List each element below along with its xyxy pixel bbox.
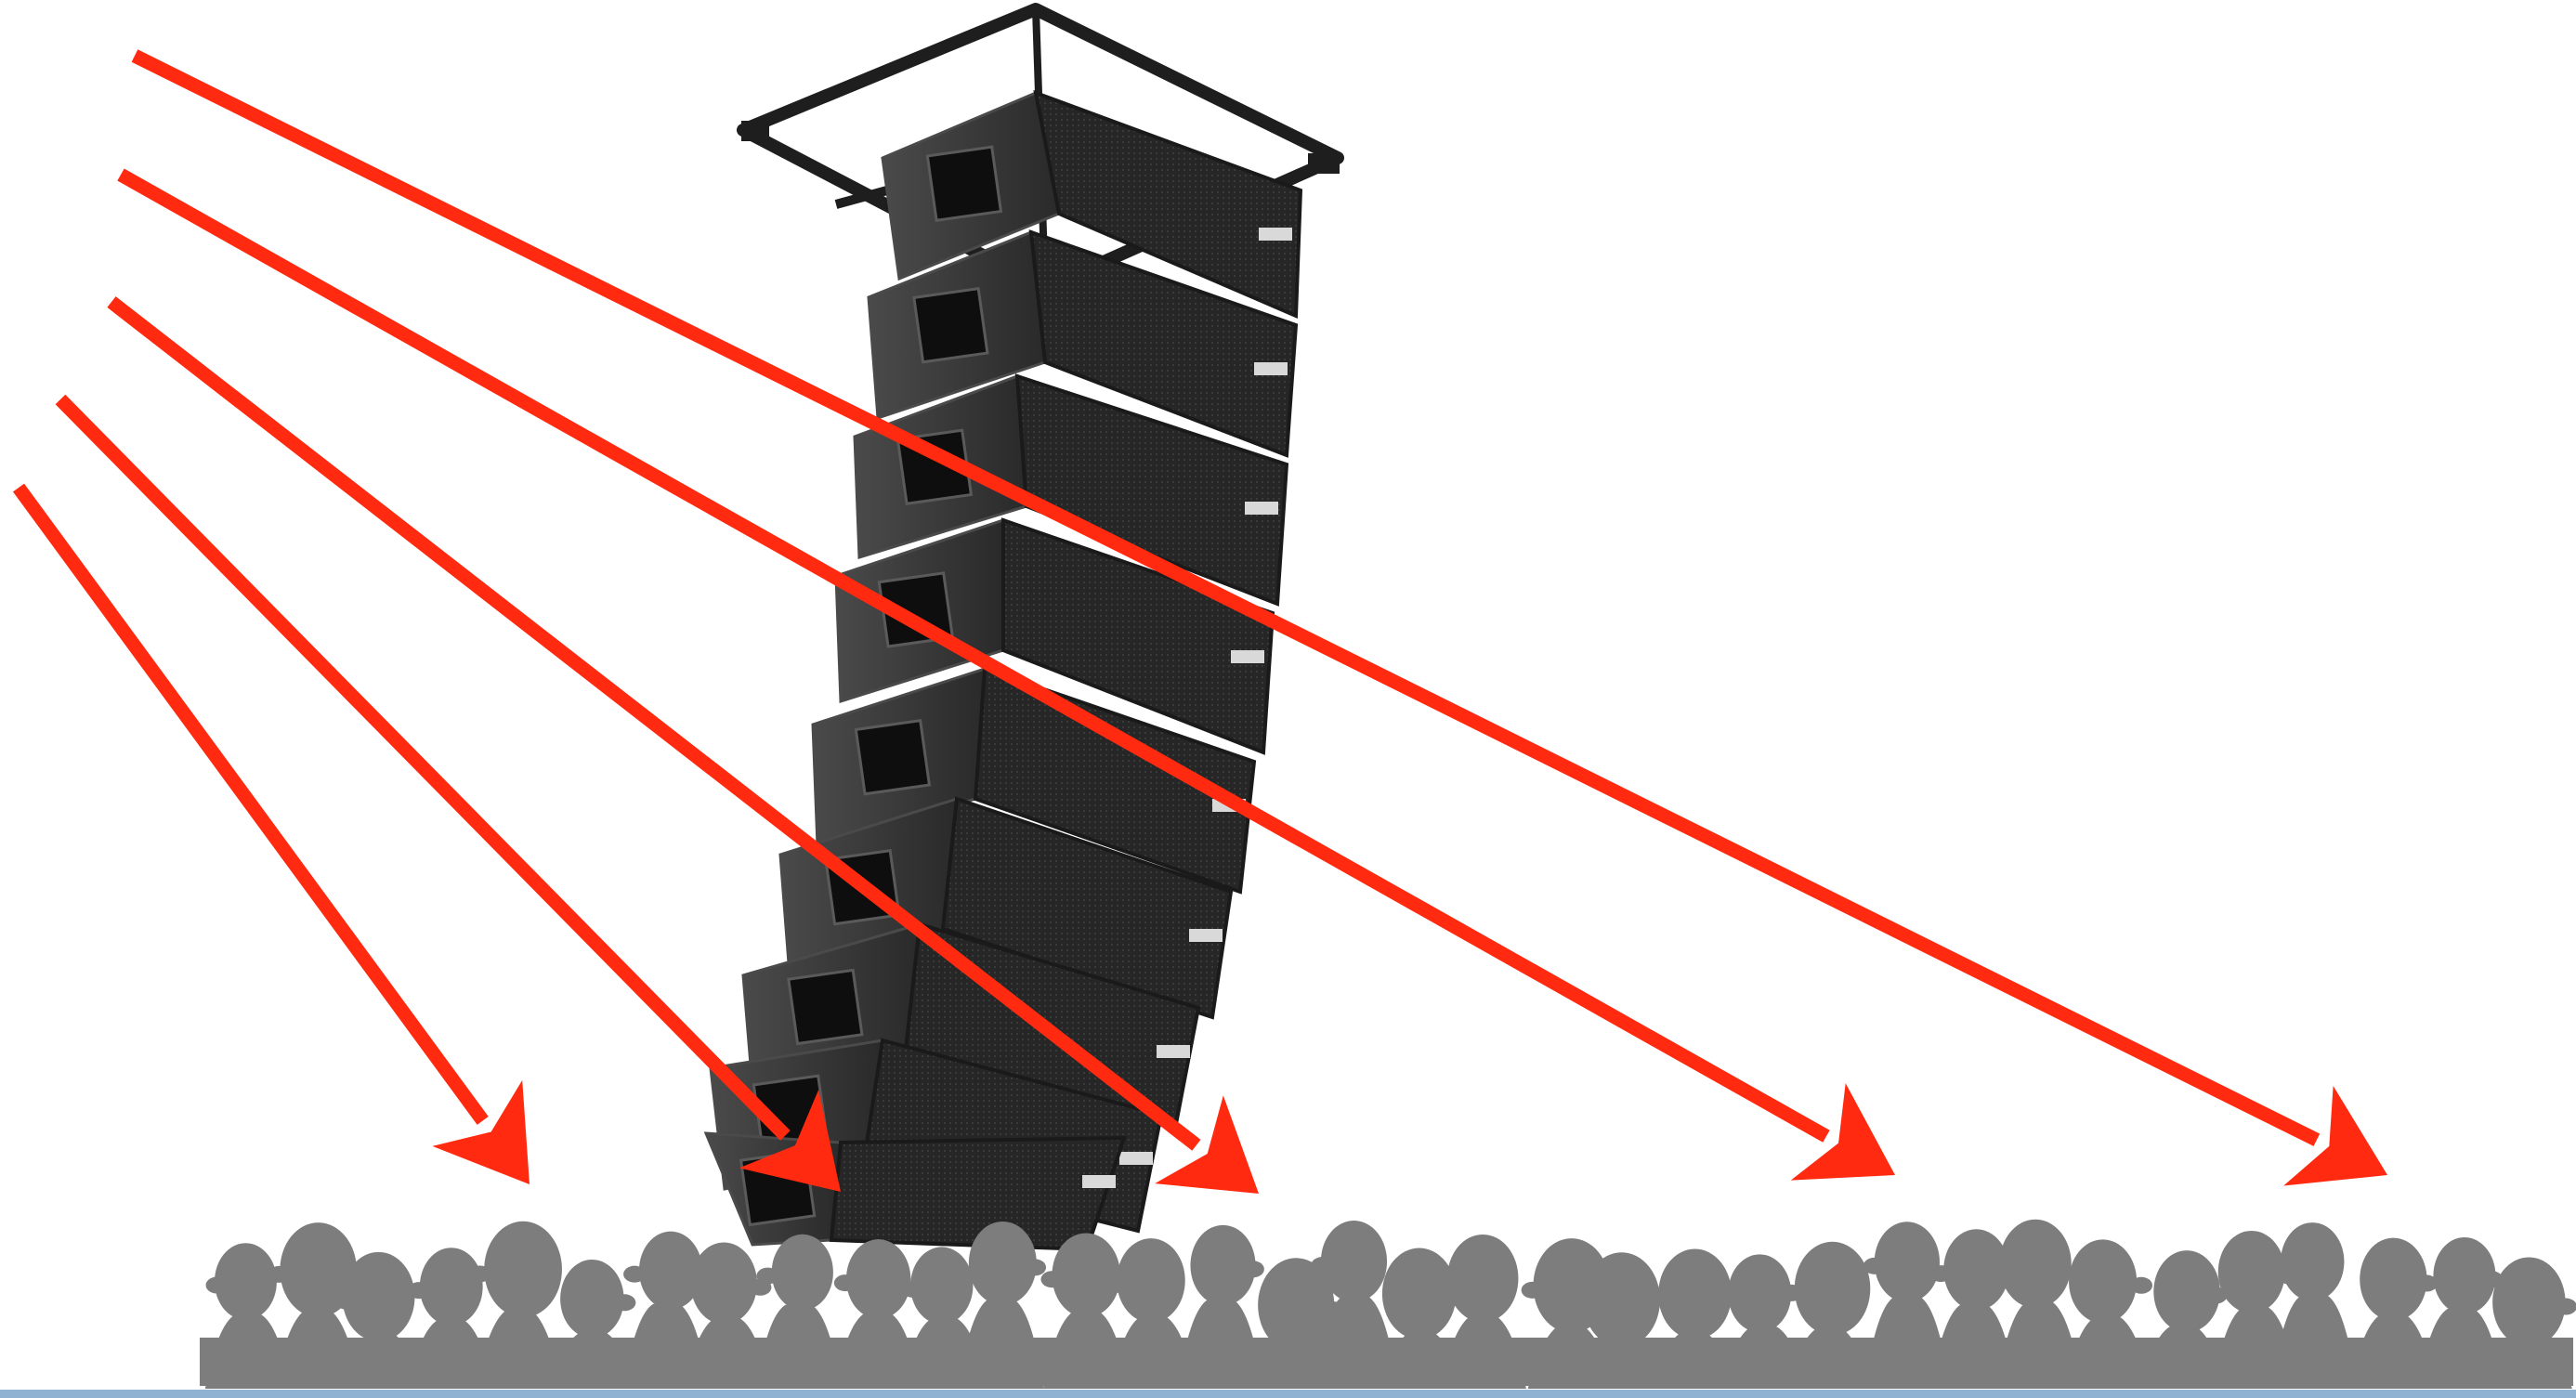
- speaker-cabinet: [706, 1133, 1124, 1249]
- silhouette-profile: [613, 1294, 635, 1311]
- audience-head: [1780, 1242, 1872, 1389]
- silhouette-profile: [1436, 1274, 1458, 1291]
- silhouette-head: [2069, 1239, 2137, 1323]
- silhouette-profile: [1929, 1265, 1952, 1282]
- silhouette-body: [476, 1311, 561, 1389]
- audience-silhouettes: [200, 1220, 2576, 1389]
- silhouette-profile: [1863, 1258, 1886, 1274]
- floor-line: [0, 1390, 2576, 1398]
- silhouette-body: [2064, 1317, 2150, 1389]
- silhouette-head: [1795, 1242, 1871, 1336]
- cabinet-handle: [927, 147, 1000, 220]
- silhouette-profile: [1575, 1296, 1597, 1313]
- cabinet-handle: [789, 970, 862, 1043]
- silhouette-profile: [1311, 1257, 1333, 1274]
- cabinet-badge: [1245, 502, 1278, 515]
- silhouette-head: [420, 1248, 483, 1326]
- cabinet-badge: [1259, 228, 1292, 241]
- sound-arrow: [19, 488, 530, 1184]
- silhouette-profile: [408, 1282, 430, 1299]
- audience-head: [685, 1243, 772, 1389]
- silhouette-profile: [902, 1281, 924, 1298]
- audience-head: [2487, 1257, 2576, 1389]
- arrow-shaft: [19, 488, 483, 1120]
- silhouette-head: [1447, 1235, 1519, 1323]
- audience-head: [2271, 1222, 2357, 1389]
- silhouette-body: [1441, 1316, 1526, 1389]
- silhouette-profile: [268, 1266, 290, 1283]
- silhouette-body: [958, 1300, 1043, 1389]
- silhouette-profile: [2130, 1277, 2152, 1294]
- cabinet-badge: [1189, 929, 1223, 942]
- cabinet-grille: [831, 1138, 1124, 1249]
- silhouette-profile: [1108, 1276, 1131, 1293]
- audience-head: [2140, 1250, 2228, 1389]
- silhouette-head: [846, 1239, 910, 1319]
- cabinet-badge: [1157, 1045, 1190, 1058]
- rigging-pin: [741, 121, 769, 141]
- audience-head: [755, 1235, 841, 1389]
- silhouette-profile: [623, 1266, 646, 1283]
- arrow-shaft: [60, 399, 785, 1135]
- cabinet-badge: [1082, 1175, 1116, 1188]
- audience-head: [2418, 1237, 2504, 1389]
- silhouette-body: [2271, 1296, 2357, 1389]
- silhouette-head: [1052, 1233, 1120, 1317]
- silhouette-head: [772, 1235, 833, 1311]
- floor-stripe: [0, 1390, 2576, 1398]
- arrow-head: [432, 1080, 530, 1184]
- silhouette-profile: [206, 1277, 229, 1294]
- silhouette-body: [1178, 1300, 1263, 1389]
- cabinet-badge: [1119, 1152, 1153, 1165]
- audience-head: [1178, 1225, 1264, 1389]
- cabinet-handle: [914, 289, 987, 362]
- cabinet-badge: [1231, 650, 1264, 663]
- silhouette-profile: [2555, 1299, 2576, 1315]
- audience-head: [2064, 1239, 2152, 1389]
- silhouette-profile: [1040, 1271, 1063, 1287]
- cabinet-handle: [856, 721, 929, 794]
- silhouette-body: [2418, 1309, 2504, 1389]
- silhouette-profile: [756, 1268, 778, 1285]
- audience-head: [550, 1260, 635, 1389]
- audience-head: [468, 1222, 561, 1389]
- silhouette-head: [2218, 1231, 2285, 1313]
- rigging-pin: [1308, 153, 1340, 174]
- silhouette-body: [755, 1305, 841, 1389]
- silhouette-head: [2492, 1257, 2565, 1347]
- silhouette-head: [484, 1222, 562, 1317]
- audience-head: [1993, 1220, 2083, 1389]
- silhouette-profile: [1780, 1285, 1802, 1301]
- cabinet-badge: [1254, 362, 1288, 375]
- audience-head: [205, 1243, 291, 1389]
- silhouette-profile: [1522, 1282, 1544, 1299]
- silhouette-profile: [1993, 1260, 2015, 1276]
- silhouette-profile: [834, 1274, 856, 1291]
- silhouette-body: [685, 1318, 770, 1389]
- silhouette-profile: [1024, 1259, 1046, 1275]
- silhouette-profile: [335, 1293, 358, 1310]
- silhouette-profile: [1242, 1261, 1264, 1277]
- silhouette-profile: [1721, 1288, 1744, 1305]
- silhouette-profile: [2271, 1257, 2294, 1274]
- silhouette-head: [1382, 1248, 1457, 1339]
- audience-head: [335, 1252, 425, 1389]
- silhouette-head: [691, 1243, 757, 1325]
- silhouette-profile: [468, 1265, 490, 1282]
- silhouette-head: [560, 1260, 623, 1339]
- silhouette-body: [2140, 1326, 2226, 1389]
